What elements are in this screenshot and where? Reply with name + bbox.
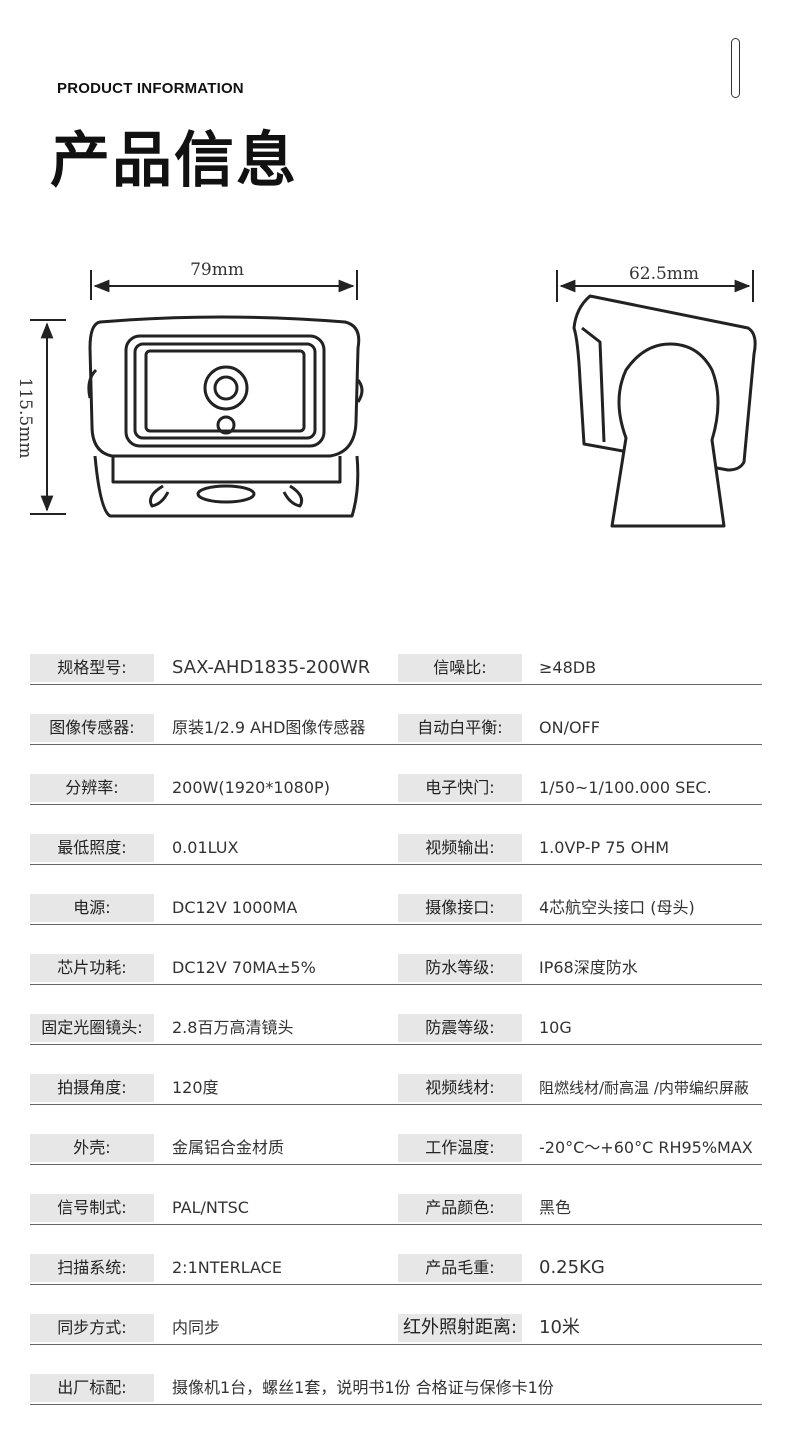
spec-row: 固定光圈镜头: 2.8百万高清镜头 防震等级: 10G — [30, 1012, 762, 1045]
spec-value: IP68深度防水 — [539, 958, 638, 977]
spec-label: 防水等级: — [398, 954, 522, 982]
spec-value: 摄像机1台，螺丝1套，说明书1份 合格证与保修卡1份 — [172, 1378, 554, 1397]
spec-label: 最低照度: — [30, 834, 154, 862]
spec-label: 芯片功耗: — [30, 954, 154, 982]
spec-value: 10米 — [539, 1317, 580, 1338]
page-title: 产品信息 — [50, 126, 298, 196]
spec-value: 金属铝合金材质 — [172, 1138, 285, 1157]
spec-row: 出厂标配: 摄像机1台，螺丝1套，说明书1份 合格证与保修卡1份 — [30, 1372, 762, 1405]
spec-value: 原装1/2.9 AHD图像传感器 — [172, 718, 366, 737]
spec-label: 防震等级: — [398, 1014, 522, 1042]
spec-label: 自动白平衡: — [398, 714, 522, 742]
spec-row: 信号制式: PAL/NTSC 产品颜色: 黑色 — [30, 1192, 762, 1225]
spec-label: 电子快门: — [398, 774, 522, 802]
spec-table: 规格型号: SAX-AHD1835-200WR 信噪比: ≥48DB 图像传感器… — [30, 652, 762, 1432]
spec-label: 信号制式: — [30, 1194, 154, 1222]
spec-label: 拍摄角度: — [30, 1074, 154, 1102]
spec-row: 同步方式: 内同步 红外照射距离: 10米 — [30, 1312, 762, 1345]
spec-label: 产品毛重: — [398, 1254, 522, 1282]
spec-value: DC12V 1000MA — [172, 898, 298, 917]
spec-row: 电源: DC12V 1000MA 摄像接口: 4芯航空头接口 (母头) — [30, 892, 762, 925]
spec-value: 200W(1920*1080P) — [172, 778, 330, 797]
spec-label: 扫描系统: — [30, 1254, 154, 1282]
spec-row: 分辨率: 200W(1920*1080P) 电子快门: 1/50~1/100.0… — [30, 772, 762, 805]
spec-row: 拍摄角度: 120度 视频线材: 阻燃线材/耐高温 /内带编织屏蔽 — [30, 1072, 762, 1105]
spec-value: 2:1NTERLACE — [172, 1258, 282, 1277]
spec-label: 分辨率: — [30, 774, 154, 802]
spec-value: PAL/NTSC — [172, 1198, 249, 1217]
spec-label: 视频输出: — [398, 834, 522, 862]
spec-label: 电源: — [30, 894, 154, 922]
front-width-dimension — [90, 270, 358, 300]
decorative-bar — [731, 38, 740, 98]
spec-value: SAX-AHD1835-200WR — [172, 657, 371, 678]
spec-value: 1.0VP-P 75 OHM — [539, 838, 670, 857]
spec-value: 120度 — [172, 1078, 219, 1097]
spec-value: DC12V 70MA±5% — [172, 958, 316, 977]
spec-label: 视频线材: — [398, 1074, 522, 1102]
spec-row: 规格型号: SAX-AHD1835-200WR 信噪比: ≥48DB — [30, 652, 762, 685]
camera-side-view — [572, 294, 757, 528]
spec-label: 外壳: — [30, 1134, 154, 1162]
spec-label: 图像传感器: — [30, 714, 154, 742]
spec-row: 扫描系统: 2:1NTERLACE 产品毛重: 0.25KG — [30, 1252, 762, 1285]
spec-value: 2.8百万高清镜头 — [172, 1018, 294, 1037]
spec-label: 信噪比: — [398, 654, 522, 682]
spec-row: 图像传感器: 原装1/2.9 AHD图像传感器 自动白平衡: ON/OFF — [30, 712, 762, 745]
spec-label: 同步方式: — [30, 1314, 154, 1342]
spec-row: 外壳: 金属铝合金材质 工作温度: -20°C～+60°C RH95%MAX — [30, 1132, 762, 1165]
camera-front-view — [87, 315, 364, 518]
spec-label: 摄像接口: — [398, 894, 522, 922]
spec-value: ON/OFF — [539, 718, 600, 737]
spec-value: 黑色 — [539, 1198, 572, 1217]
spec-value: 10G — [539, 1018, 572, 1037]
spec-label: 规格型号: — [30, 654, 154, 682]
spec-label: 出厂标配: — [30, 1374, 154, 1402]
side-depth-dimension — [556, 270, 754, 302]
front-height-label: 115.5mm — [15, 378, 35, 459]
spec-label: 固定光圈镜头: — [30, 1014, 154, 1042]
spec-value: -20°C～+60°C RH95%MAX — [539, 1138, 753, 1157]
spec-value: 0.25KG — [539, 1257, 605, 1278]
spec-value: ≥48DB — [539, 658, 597, 677]
camera-dimension-drawing: 79mm 115.5mm 62.5mm — [15, 260, 757, 528]
spec-row: 芯片功耗: DC12V 70MA±5% 防水等级: IP68深度防水 — [30, 952, 762, 985]
section-eyebrow: PRODUCT INFORMATION — [57, 80, 244, 97]
spec-label: 产品颜色: — [398, 1194, 522, 1222]
spec-value: 内同步 — [172, 1318, 221, 1337]
spec-row: 最低照度: 0.01LUX 视频输出: 1.0VP-P 75 OHM — [30, 832, 762, 865]
spec-value: 0.01LUX — [172, 838, 239, 857]
spec-label: 工作温度: — [398, 1134, 522, 1162]
front-width-label: 79mm — [190, 260, 244, 280]
spec-value: 4芯航空头接口 (母头) — [539, 898, 695, 917]
front-height-dimension — [30, 319, 66, 515]
spec-value: 阻燃线材/耐高温 /内带编织屏蔽 — [539, 1079, 749, 1097]
side-depth-label: 62.5mm — [629, 264, 699, 284]
spec-value: 1/50~1/100.000 SEC. — [539, 778, 712, 797]
spec-label: 红外照射距离: — [398, 1314, 522, 1342]
